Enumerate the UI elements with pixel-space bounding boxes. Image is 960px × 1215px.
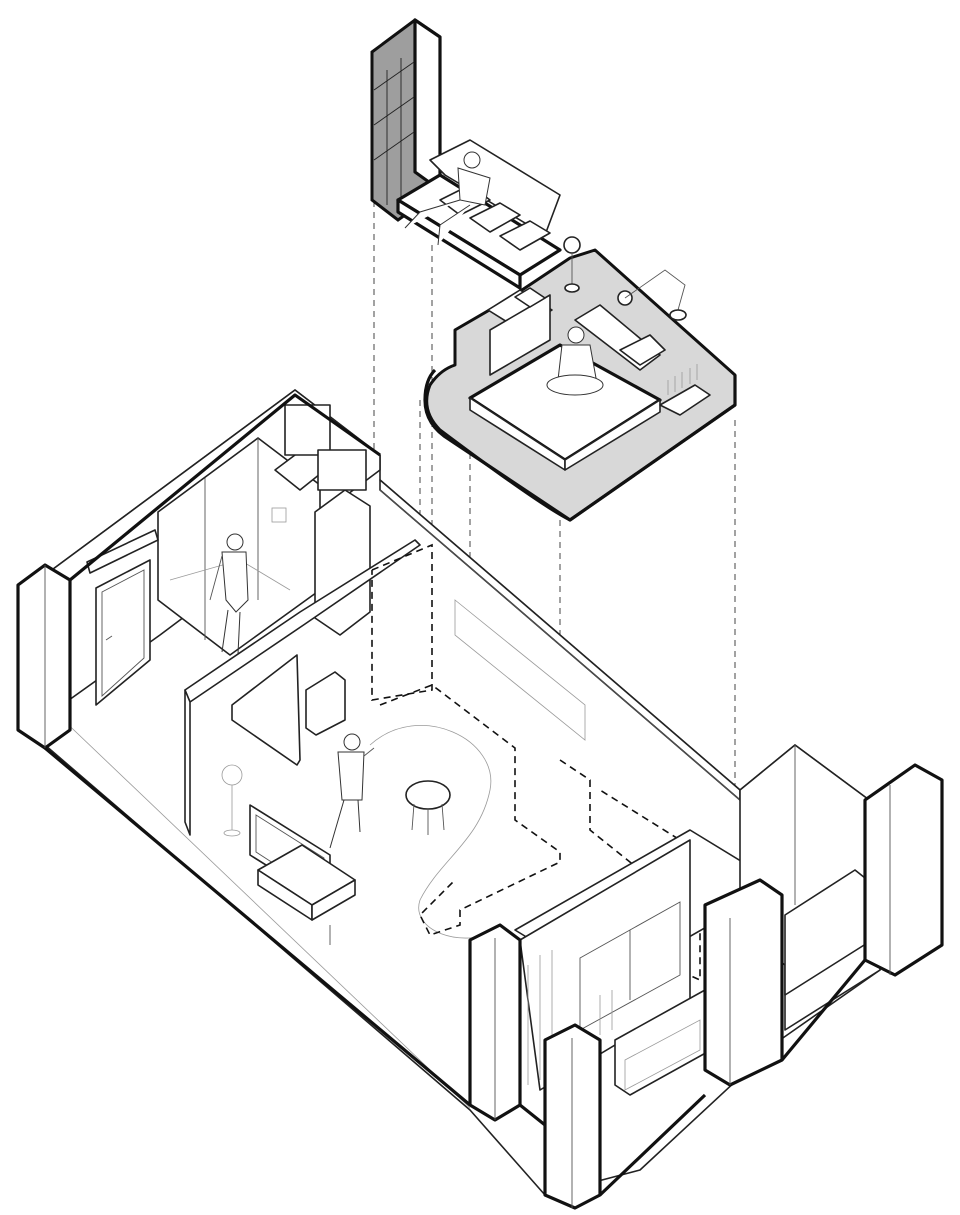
loft-level <box>370 18 737 522</box>
left-column <box>16 563 72 750</box>
loft-side-table <box>514 287 546 308</box>
apartment-floor-plan <box>16 389 944 1210</box>
entry-door <box>86 529 159 706</box>
person-bathroom <box>209 533 249 655</box>
kitchen-block <box>231 654 301 766</box>
loft-lamps <box>563 236 687 321</box>
pillar-4 <box>863 763 944 977</box>
tv-console <box>249 804 356 945</box>
pillar-2 <box>543 1023 602 1210</box>
pillar-3 <box>703 878 784 1087</box>
wall-art <box>454 599 586 741</box>
person-living <box>329 733 375 849</box>
loft-sofa <box>396 139 562 290</box>
floor-lamp <box>221 764 243 837</box>
person-sofa <box>404 151 491 246</box>
coffee-table <box>405 780 451 835</box>
person-bed <box>546 326 604 396</box>
